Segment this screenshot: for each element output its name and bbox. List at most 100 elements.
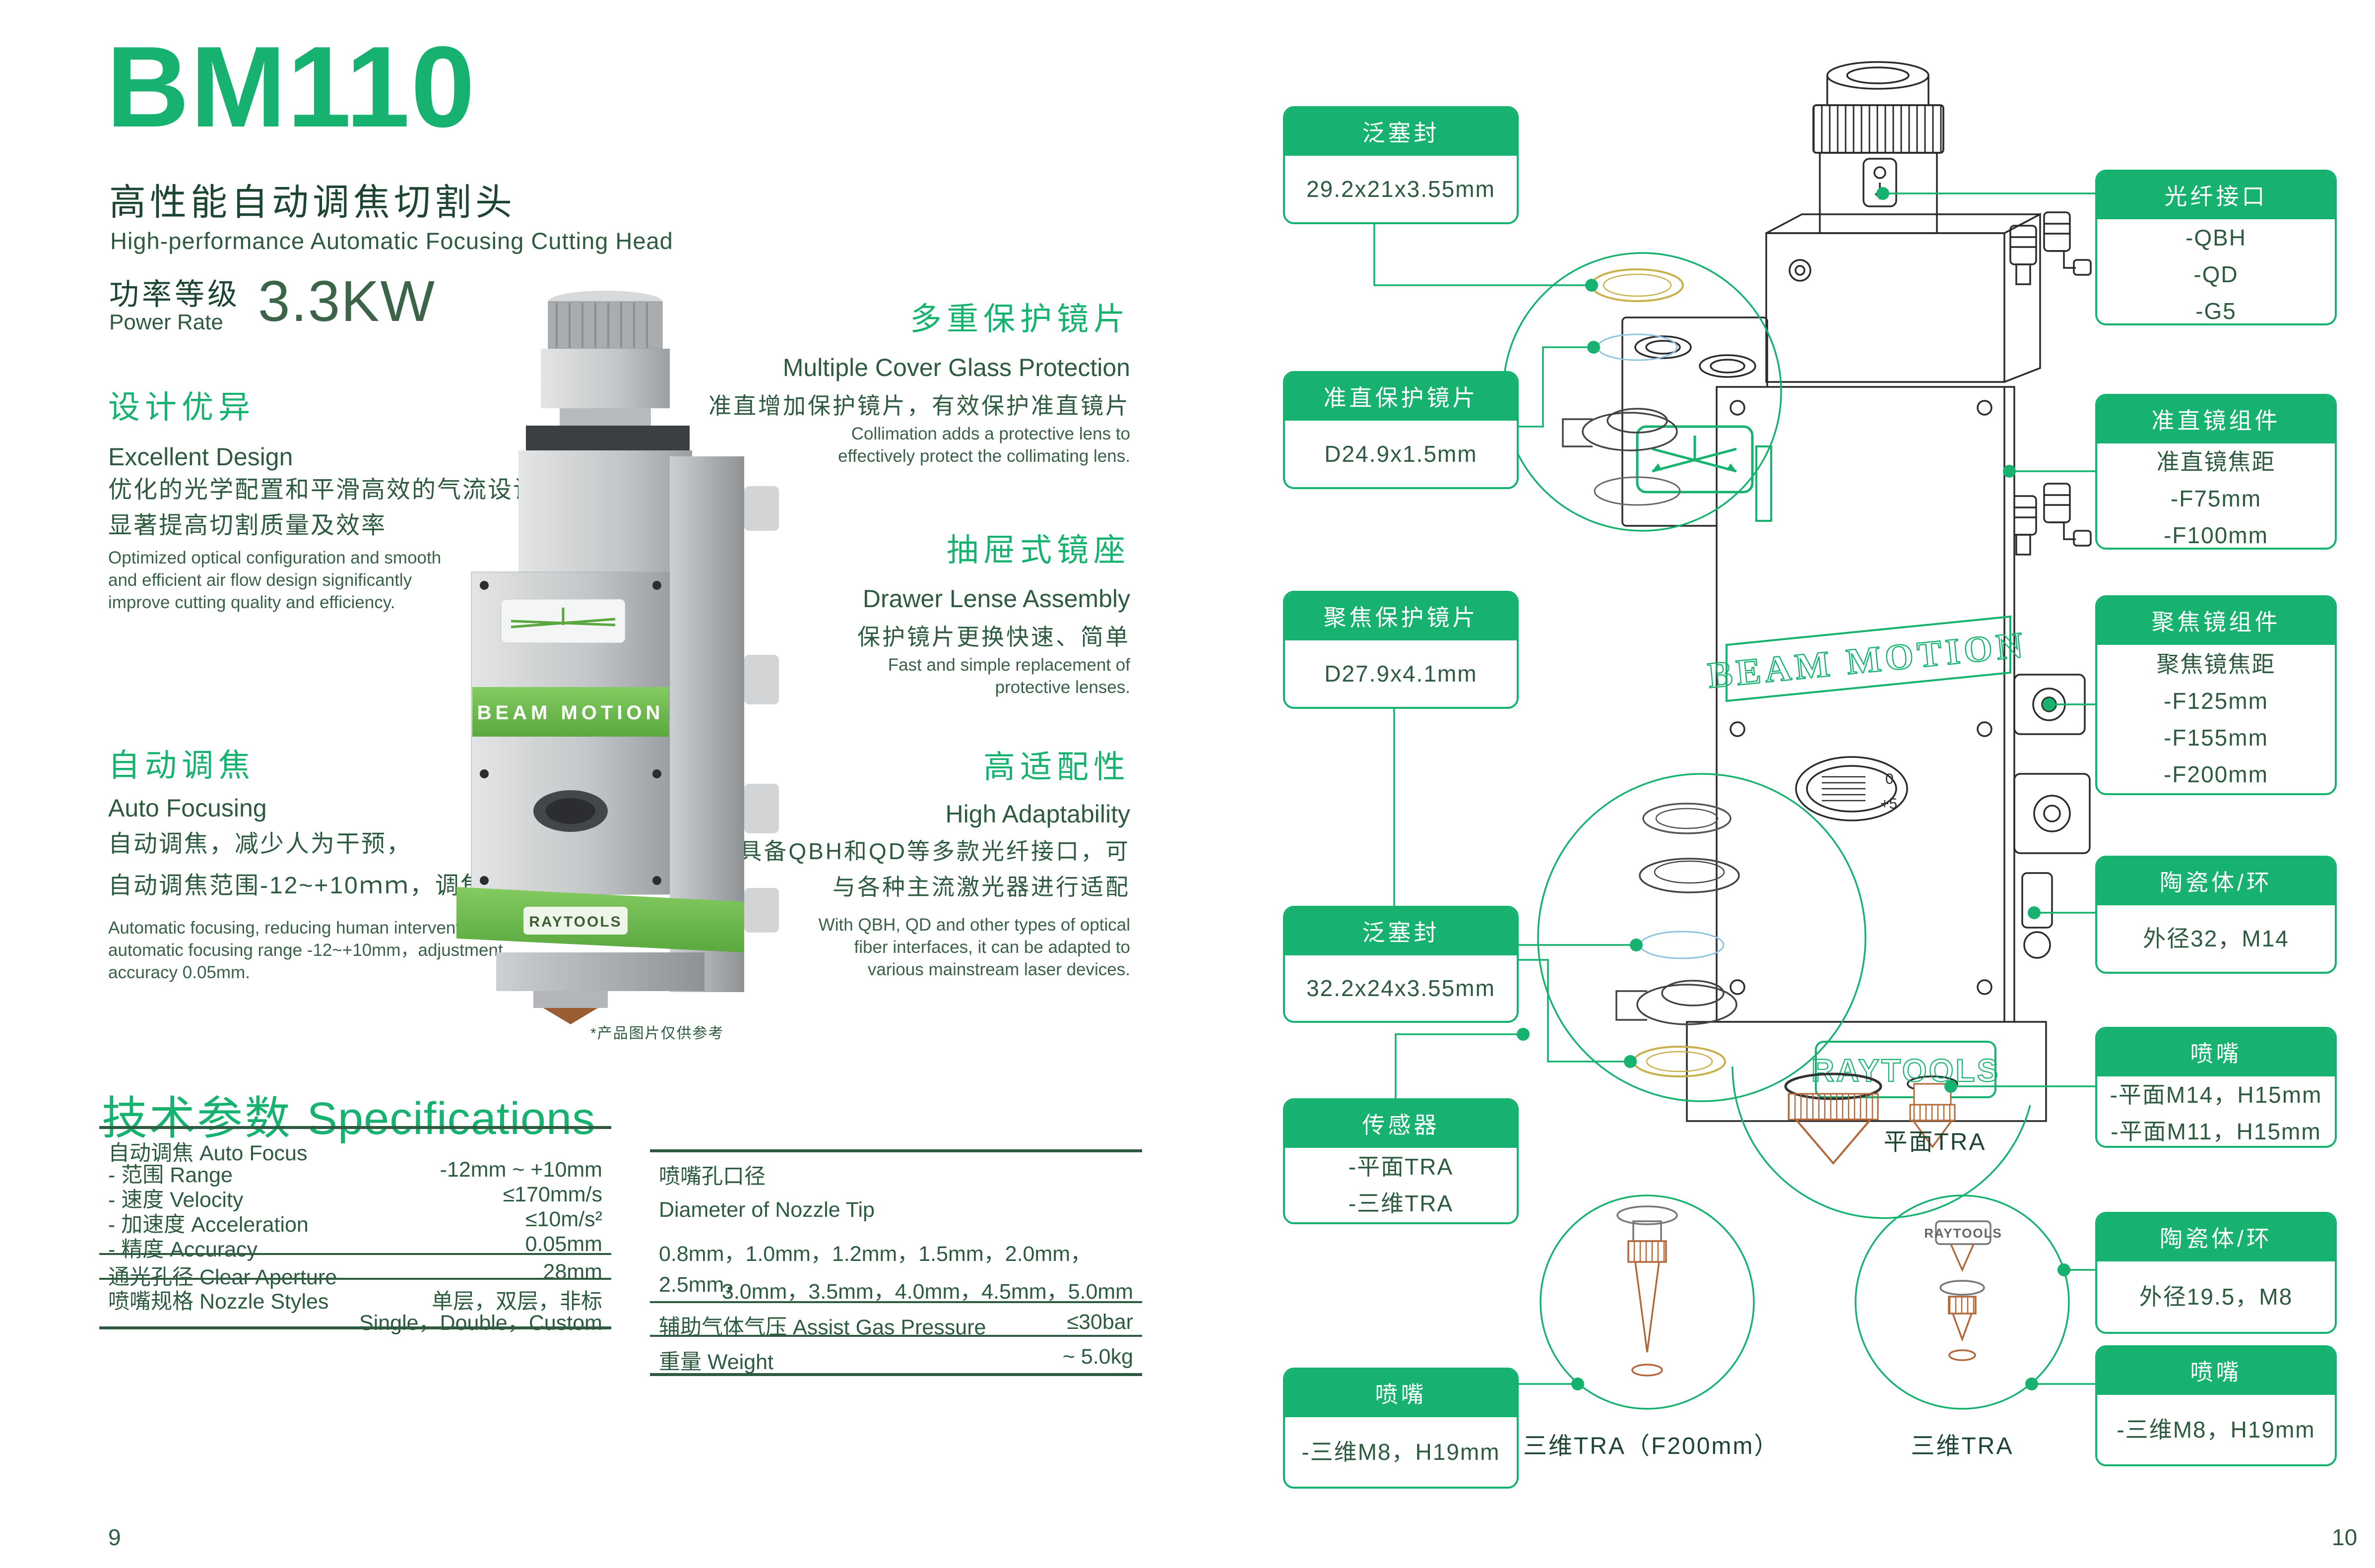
- callout-title: 陶瓷体/环: [2097, 1214, 2335, 1261]
- callout-value: -QD: [2193, 261, 2239, 287]
- feature-design-title-en: Excellent Design: [108, 443, 293, 471]
- callout-title: 聚焦保护镜片: [1285, 593, 1517, 640]
- spec-row-range: - 范围 Range -12mm ~ +10mm: [108, 1158, 602, 1189]
- spec-value: -12mm ~ +10mm: [440, 1158, 602, 1182]
- callout-collimation-assembly: 准直镜组件 准直镜焦距 -F75mm -F100mm: [2095, 394, 2337, 550]
- spec-row-autofocus-group: 自动调焦 Auto Focus: [108, 1136, 602, 1167]
- feature-autofocus-zh-line1: 自动调焦，减少人为干预，: [108, 831, 412, 857]
- feature-drawer-en-line1: Fast and simple replacement of: [888, 655, 1130, 675]
- feature-design-en-line2: and efficient air flow design significan…: [108, 570, 412, 590]
- focus-drawer-parts: [1615, 803, 1740, 1077]
- callout-value: -F125mm: [2164, 688, 2268, 714]
- callout-value: 准直镜焦距: [2156, 449, 2276, 475]
- detail-circles: [1502, 252, 2070, 1410]
- spec-value: Single，Double，Custom: [359, 1311, 602, 1335]
- spec-divider: [650, 1335, 1142, 1337]
- spec-row-tip-zh: 喷嘴孔口径: [659, 1159, 1133, 1190]
- spec-row-nozzle-styles-en: Single，Double，Custom: [108, 1306, 602, 1336]
- spec-value: ~ 5.0kg: [1062, 1345, 1133, 1369]
- feature-drawer-body-zh: 保护镜片更换快速、简单: [857, 624, 1130, 650]
- spec-row-velocity: - 速度 Velocity ≤170mm/s: [108, 1183, 602, 1213]
- main-nozzle: [1784, 1072, 1882, 1165]
- spec-row-tip-sizes1: 0.8mm，1.0mm，1.2mm，1.5mm，2.0mm，2.5mm，: [659, 1237, 1133, 1298]
- spec-label: 通光孔径 Clear Aperture: [108, 1265, 337, 1289]
- callout-title: 准直镜组件: [2097, 396, 2335, 443]
- feature-autofocus-title-zh: 自动调焦: [108, 748, 255, 783]
- callout-title: 泛塞封: [1285, 108, 1517, 156]
- callout-value: -平面M14，H15mm: [2110, 1082, 2322, 1108]
- product-title: BM110: [106, 23, 476, 151]
- feature-drawer-en-line2: protective lenses.: [995, 678, 1130, 697]
- specs-title-zh: 技术参数: [102, 1093, 293, 1144]
- spec-divider: [650, 1301, 1142, 1303]
- cutting-head-line-art: [1621, 61, 2092, 1122]
- callout-value: 29.2x21x3.55mm: [1306, 176, 1495, 202]
- spec-value: 28mm: [543, 1260, 602, 1284]
- callout-title: 喷嘴: [2097, 1029, 2335, 1076]
- label-flat-tra: 平面TRA: [1883, 1129, 1987, 1155]
- spec-row-weight: 重量 Weight~ 5.0kg: [659, 1345, 1133, 1376]
- callout-ceramic-2: 陶瓷体/环 外径19.5，M8: [2095, 1212, 2337, 1334]
- spec-divider: [99, 1253, 611, 1255]
- callout-title: 泛塞封: [1285, 908, 1517, 955]
- label-tra-3d: 三维TRA: [1911, 1433, 2014, 1459]
- spec-row-tip-sizes2: 3.0mm，3.5mm，4.0mm，4.5mm，5.0mm: [659, 1274, 1133, 1305]
- feature-design-en-line1: Optimized optical configuration and smoo…: [108, 548, 442, 567]
- feature-autofocus-body-en: Automatic focusing, reducing human inter…: [108, 917, 503, 984]
- spec-label: Diameter of Nozzle Tip: [659, 1198, 875, 1222]
- spec-value: ≤10m/s²: [525, 1207, 602, 1231]
- callout-value: -平面TRA: [1348, 1154, 1454, 1180]
- photo-base-brand-label: RAYTOOLS: [529, 914, 622, 930]
- spec-value: ≤170mm/s: [503, 1183, 602, 1206]
- callout-title: 陶瓷体/环: [2097, 858, 2335, 905]
- callout-value: -F100mm: [2164, 522, 2268, 548]
- callout-fs-seal-1: 泛塞封 29.2x21x3.55mm: [1283, 106, 1519, 224]
- feature-design-en-line3: improve cutting quality and efficiency.: [108, 593, 395, 612]
- power-label-en: Power Rate: [109, 310, 223, 334]
- callout-value: -F75mm: [2170, 486, 2262, 511]
- callout-value: -三维M8，H19mm: [2117, 1417, 2315, 1443]
- callout-value: -F200mm: [2164, 761, 2268, 787]
- callout-value: -平面M11，H15mm: [2111, 1119, 2321, 1144]
- callout-title: 聚焦镜组件: [2097, 597, 2335, 645]
- feature-adapt-body-en: With QBH, QD and other types of optical …: [695, 914, 1130, 981]
- feature-drawer-title-zh: 抽屉式镜座: [947, 532, 1130, 568]
- feature-autofocus-en-line1: Automatic focusing, reducing human inter…: [108, 918, 489, 938]
- callout-nozzle-flat: 喷嘴 -平面M14，H15mm -平面M11，H15mm: [2095, 1027, 2337, 1148]
- dial-zero-label: 0: [1885, 771, 1894, 787]
- connector-dots: [1517, 187, 2070, 1390]
- dial-scale: 0 +5: [1880, 771, 1897, 812]
- nozzle-zoom-arc: [1732, 1066, 2031, 1219]
- feature-adapt-zh-line1: 具备QBH和QD等多款光纤接口，可: [739, 838, 1130, 864]
- product-photo: BEAM MOTION RAYTOOLS: [456, 291, 779, 1024]
- spec-row-tip-en: Diameter of Nozzle Tip: [659, 1198, 1133, 1222]
- feature-cover-en-line1: Collimation adds a protective lens to: [851, 424, 1130, 443]
- feature-adapt-en-line3: various mainstream laser devices.: [867, 960, 1130, 979]
- feature-adapt-zh-line2: 与各种主流激光器进行适配: [833, 874, 1130, 900]
- spec-value: ≤30bar: [1067, 1310, 1133, 1334]
- spec-divider: [99, 1278, 611, 1280]
- spec-row-acceleration: - 加速度 Acceleration≤10m/s²: [108, 1207, 602, 1238]
- callout-value: 外径32，M14: [2143, 926, 2289, 951]
- spec-label: - 速度 Velocity: [108, 1188, 244, 1212]
- feature-drawer-body-en: Fast and simple replacement of protectiv…: [695, 654, 1130, 698]
- spec-value: 0.05mm: [525, 1232, 602, 1256]
- feature-adapt-body-zh: 具备QBH和QD等多款光纤接口，可 与各种主流激光器进行适配: [695, 833, 1130, 905]
- callout-focus-assembly: 聚焦镜组件 聚焦镜焦距 -F125mm -F155mm -F200mm: [2095, 595, 2337, 795]
- feature-drawer-title-en: Drawer Lense Assembly: [862, 585, 1130, 613]
- callout-value: -F155mm: [2164, 724, 2268, 751]
- diagram-base-brand-text: RAYTOOLS: [1811, 1053, 2000, 1088]
- callout-value: D27.9x4.1mm: [1324, 661, 1477, 687]
- subtitle-zh: 高性能自动调焦切割头: [109, 182, 516, 223]
- specs-table-right: 喷嘴孔口径 Diameter of Nozzle Tip 0.8mm，1.0mm…: [650, 1149, 1142, 1376]
- feature-design-zh-line1: 优化的光学配置和平滑高效的气流设计，: [108, 477, 564, 503]
- feature-adapt-en-line1: With QBH, QD and other types of optical: [818, 915, 1130, 935]
- callout-ceramic-1: 陶瓷体/环 外径32，M14: [2095, 856, 2337, 974]
- callout-value: -G5: [2195, 298, 2237, 324]
- feature-adapt-title-zh: 高适配性: [983, 749, 1130, 785]
- spec-label: - 范围 Range: [108, 1163, 233, 1187]
